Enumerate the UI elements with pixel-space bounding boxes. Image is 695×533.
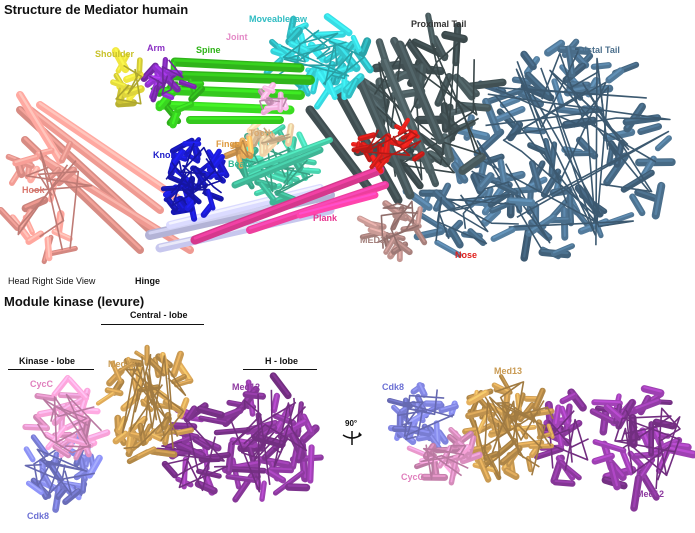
kinase-left-med12 <box>153 372 324 503</box>
lobe-rule-kinase <box>8 369 94 370</box>
label-right-med13: Med13 <box>494 366 523 376</box>
tooth-finger-structure <box>223 119 295 169</box>
knob-structure <box>160 137 230 222</box>
lobe-header-h: H - lobe <box>265 356 298 366</box>
joint-structure <box>257 82 289 116</box>
label-moveable-jaw: Moveable jaw <box>249 14 308 24</box>
label-spine: Spine <box>196 45 221 55</box>
lobe-header-central: Central - lobe <box>130 310 188 320</box>
nose-structure <box>350 117 425 174</box>
med1-structure <box>356 200 428 263</box>
proximal-tail-structure <box>305 12 507 205</box>
label-knob: Knob <box>153 150 176 160</box>
label-tooth: Tooth <box>249 128 274 138</box>
kinase-left-cycc <box>22 374 111 461</box>
title-kinase-module: Module kinase (levure) <box>4 294 145 309</box>
label-distal-tail: Distal Tail <box>578 45 620 55</box>
label-left-med13: Med13 <box>108 359 137 369</box>
label-right-cycc: CycC <box>401 472 425 482</box>
plank-structure <box>190 165 389 245</box>
label-med1: MED1 <box>360 235 386 245</box>
spine-structure <box>150 57 315 129</box>
label-shoulder: Shoulder <box>95 49 135 59</box>
label-joint: Joint <box>226 32 248 42</box>
label-proximal-tail: Proximal Tail <box>411 19 467 29</box>
lobe-rule-central <box>101 324 204 325</box>
label-hook: Hook <box>22 185 45 195</box>
kinase-right-med12 <box>533 385 695 512</box>
distal-tail-structure <box>402 38 676 262</box>
label-finger: Finger <box>216 139 244 149</box>
shoulder-structure <box>110 47 145 108</box>
kinase-left-med13 <box>95 344 195 465</box>
label-left-cdk8: Cdk8 <box>27 511 50 521</box>
label-plank: Plank <box>313 213 338 223</box>
label-nose: Nose <box>455 250 478 260</box>
label-right-cdk8: Cdk8 <box>382 382 405 392</box>
kinase-right-cdk8 <box>386 382 459 452</box>
lobe-rule-h <box>243 369 317 370</box>
label-arm: Arm <box>147 43 166 53</box>
lobe-header-kinase: Kinase - lobe <box>19 356 76 366</box>
rotation-arrow-icon <box>342 431 362 445</box>
kinase-right-med13 <box>462 374 555 483</box>
moveable-jaw-structure <box>263 13 374 110</box>
arm-structure <box>140 57 197 103</box>
view-label: Head Right Side View <box>8 276 96 286</box>
label-left-cycc: CycC <box>30 379 54 389</box>
title-human-mediator: Structure de Mediator humain <box>4 2 189 17</box>
label-hinge: Hinge <box>135 276 161 286</box>
label-left-med12: Med12 <box>232 382 261 392</box>
kinase-right-cycc <box>406 426 483 486</box>
label-right-med12: Med12 <box>636 489 665 499</box>
rotation-label: 90° <box>345 419 358 428</box>
label-beam: Beam <box>228 159 253 169</box>
